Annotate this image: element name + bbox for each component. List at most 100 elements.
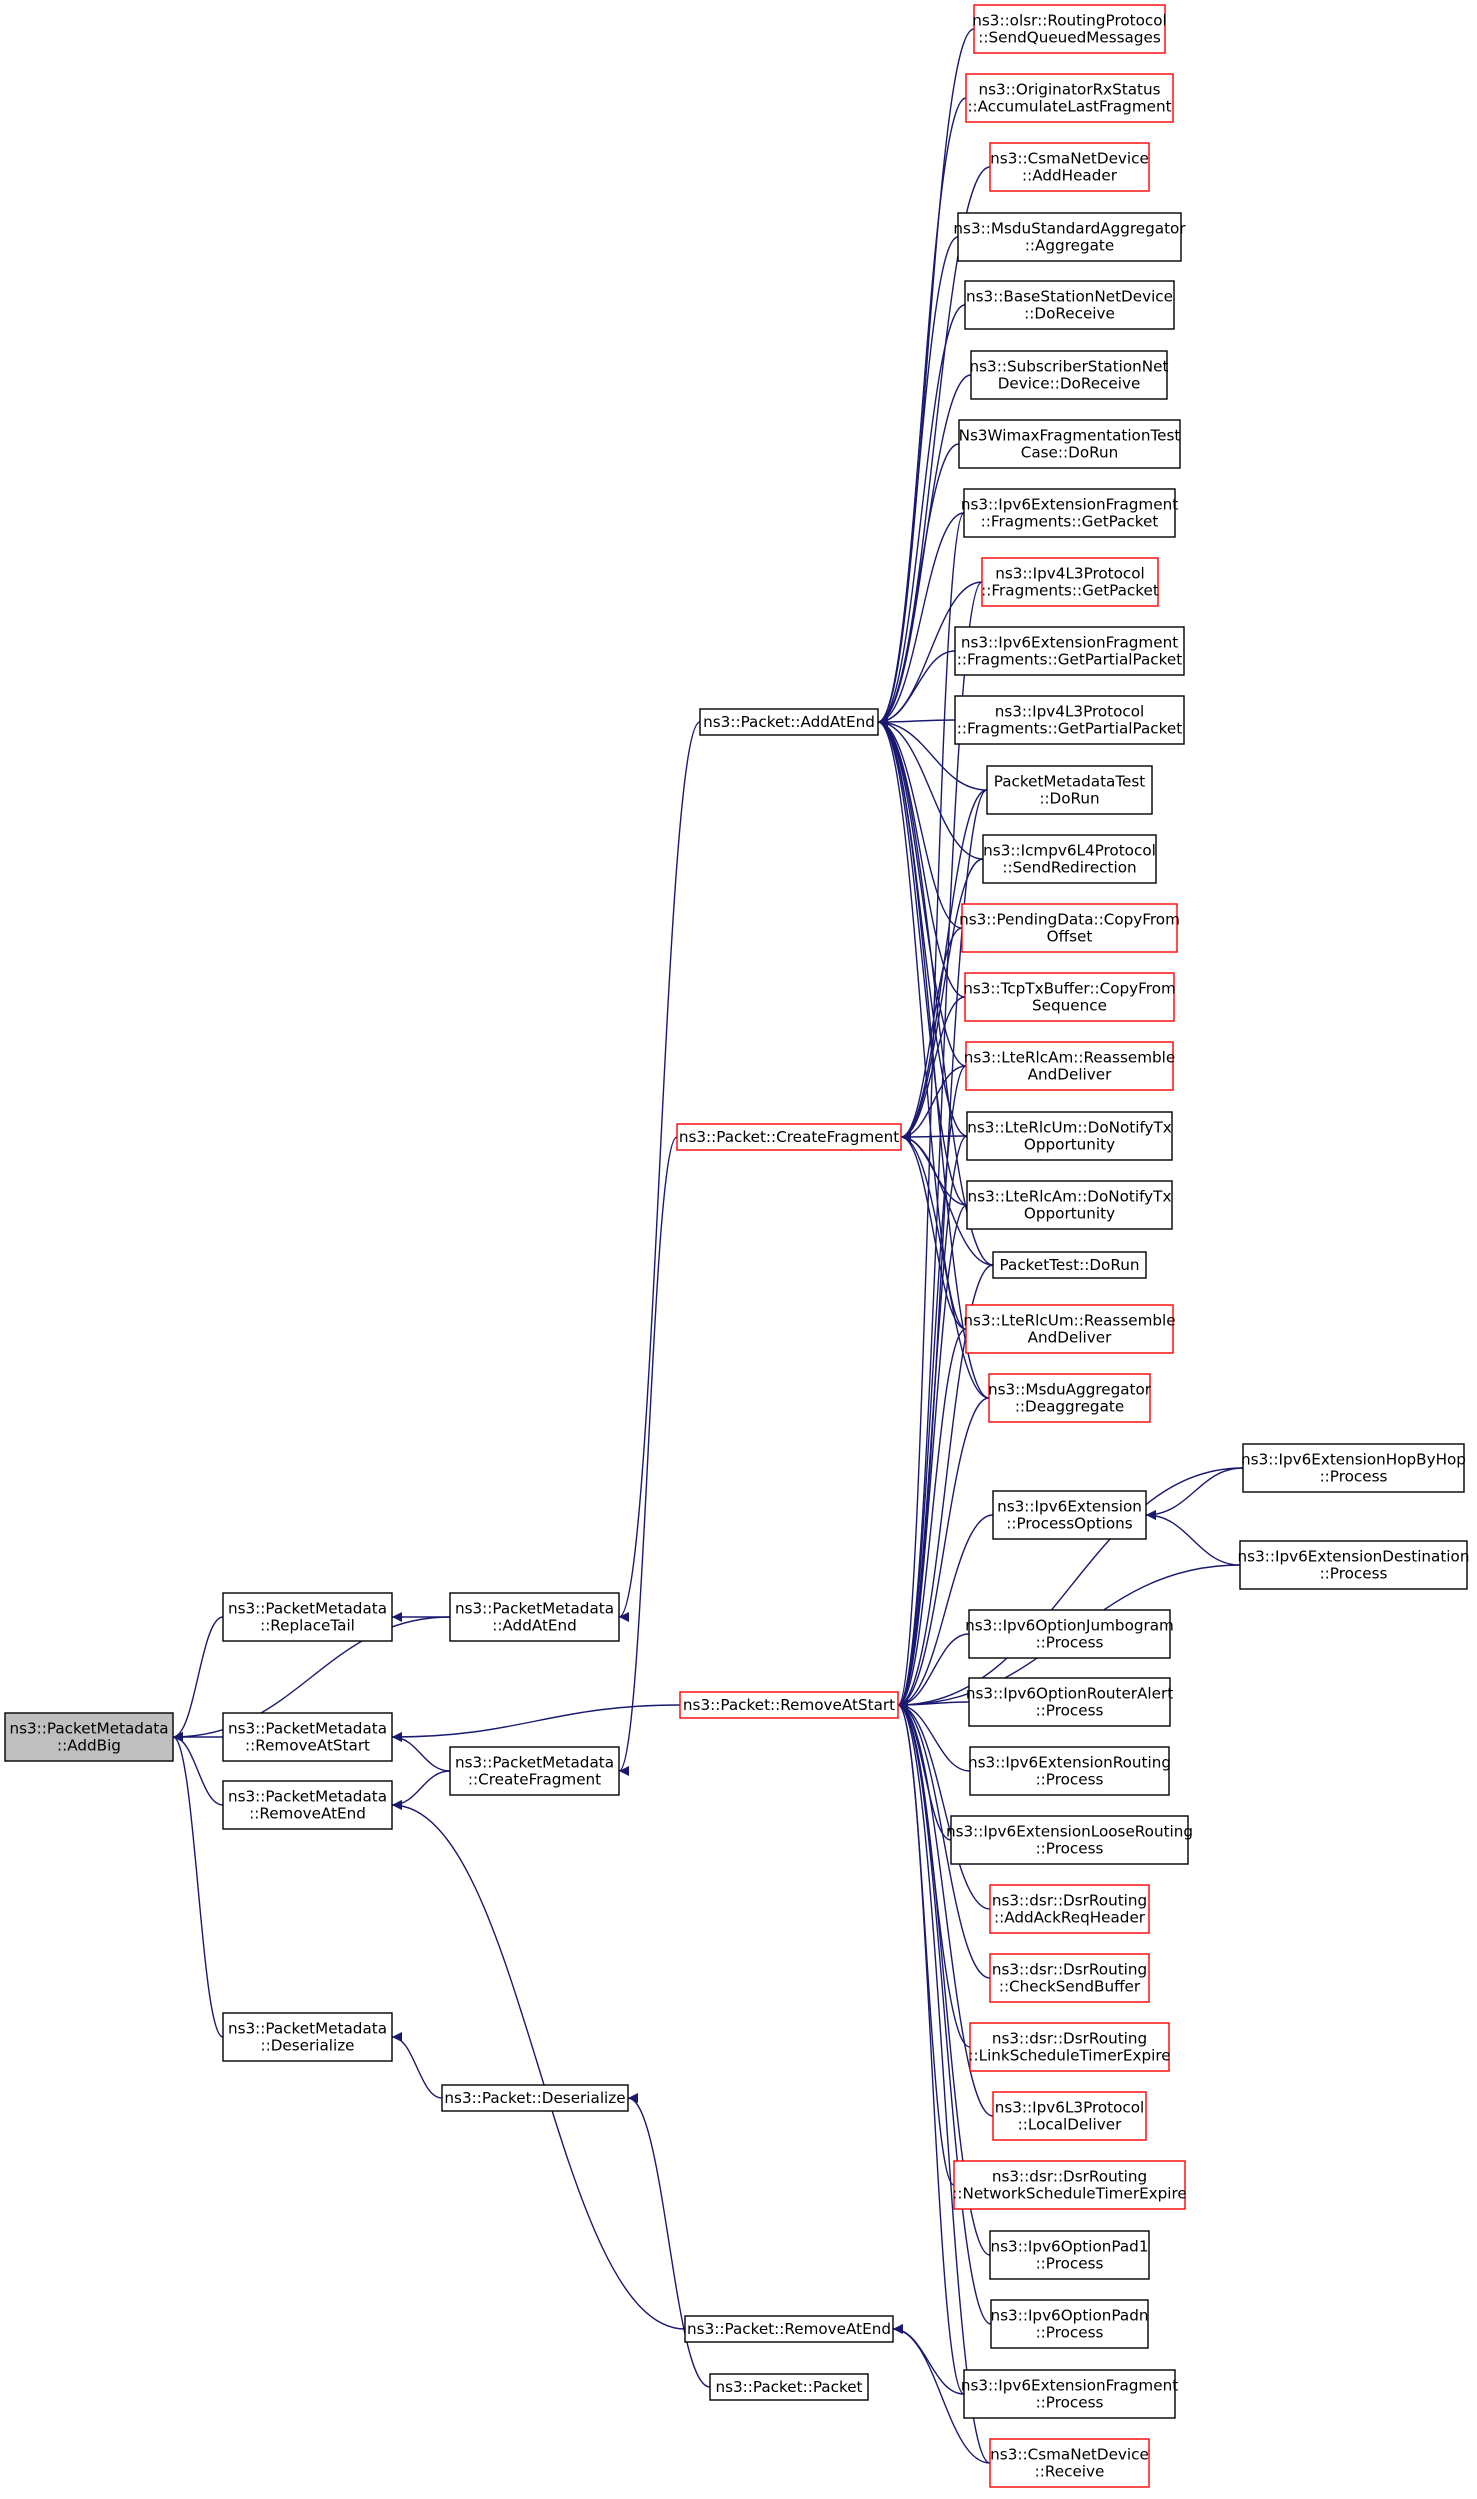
node-bs-doreceive[interactable]: ns3::BaseStationNetDevice::DoReceive <box>964 280 1175 330</box>
node-label: ns3::PacketMetadata <box>228 1788 387 1806</box>
node-box <box>992 1251 1147 1279</box>
node-label: Ns3WimaxFragmentationTest <box>959 427 1181 445</box>
node-label: Case::DoRun <box>1021 444 1119 462</box>
node-ipv4frag-get[interactable]: ns3::Ipv4L3Protocol::Fragments::GetPacke… <box>981 557 1159 607</box>
node-box <box>990 2299 1149 2349</box>
node-label: ::Process <box>1320 1468 1388 1486</box>
node-ipv6frag-get[interactable]: ns3::Ipv6ExtensionFragment::Fragments::G… <box>961 488 1178 538</box>
node-label: ns3::Ipv6ExtensionFragment <box>961 2377 1178 2395</box>
node-ipv6l3-local[interactable]: ns3::Ipv6L3Protocol::LocalDeliver <box>992 2091 1147 2141</box>
node-box <box>222 2012 393 2062</box>
edge-rlcam_notify-to-p_removeatstart <box>897 1204 968 1710</box>
node-label: ns3::dsr::DsrRouting <box>992 2168 1147 2186</box>
node-p-createfragment[interactable]: ns3::Packet::CreateFragment <box>676 1123 902 1151</box>
node-box <box>969 2022 1170 2072</box>
edge-ipv6l3_local-to-p_removeatstart <box>897 1700 994 2117</box>
node-label: ::AddAckReqHeader <box>994 1909 1146 1927</box>
node-label: ::Process <box>1036 2324 1104 2342</box>
node-origrx[interactable]: ns3::OriginatorRxStatus::AccumulateLastF… <box>965 73 1174 123</box>
edge-procopts-to-p_removeatstart <box>897 1514 994 1710</box>
node-packettest[interactable]: PacketTest::DoRun <box>992 1251 1147 1279</box>
node-label: ::Deserialize <box>260 2037 354 2055</box>
node-extrouting[interactable]: ns3::Ipv6ExtensionRouting::Process <box>968 1746 1171 1796</box>
node-dsr-check[interactable]: ns3::dsr::DsrRouting::CheckSendBuffer <box>989 1953 1150 2003</box>
edge-pmtest-to-p_addatend <box>877 717 988 791</box>
nodes-layer: ns3::PacketMetadata::AddBigns3::PacketMe… <box>4 4 1470 2488</box>
node-dest[interactable]: ns3::Ipv6ExtensionDestination::Process <box>1238 1540 1470 1590</box>
node-label: ::Process <box>1036 1840 1104 1858</box>
node-looserouting[interactable]: ns3::Ipv6ExtensionLooseRouting::Process <box>946 1815 1193 1865</box>
node-dsr-link[interactable]: ns3::dsr::DsrRouting::LinkScheduleTimerE… <box>968 2022 1171 2072</box>
edge-hopbyhop-to-p_removeatstart <box>897 1467 1244 1710</box>
node-icmpv6[interactable]: ns3::Icmpv6L4Protocol::SendRedirection <box>982 834 1157 884</box>
node-msdu-deagg[interactable]: ns3::MsduAggregator::Deaggregate <box>988 1373 1152 1423</box>
node-ipv4frag-partial[interactable]: ns3::Ipv4L3Protocol::Fragments::GetParti… <box>954 695 1185 745</box>
node-dsr-ack[interactable]: ns3::dsr::DsrRouting::AddAckReqHeader <box>989 1884 1150 1934</box>
node-csma-receive[interactable]: ns3::CsmaNetDevice::Receive <box>989 2438 1150 2488</box>
node-extfrag-proc[interactable]: ns3::Ipv6ExtensionFragment::Process <box>961 2369 1178 2419</box>
node-p-packet[interactable]: ns3::Packet::Packet <box>709 2373 869 2401</box>
node-box <box>1239 1540 1468 1590</box>
node-label: ::Process <box>1036 1771 1104 1789</box>
node-label: ::RemoveAtEnd <box>249 1805 366 1823</box>
node-ss-doreceive[interactable]: ns3::SubscriberStationNetDevice::DoRecei… <box>970 350 1169 400</box>
node-pm-replacetail[interactable]: ns3::PacketMetadata::ReplaceTail <box>222 1592 393 1642</box>
node-label: ns3::LteRlcAm::DoNotifyTx <box>968 1188 1172 1206</box>
node-p-removeatend[interactable]: ns3::Packet::RemoveAtEnd <box>684 2315 894 2343</box>
node-ipv6frag-partial[interactable]: ns3::Ipv6ExtensionFragment::Fragments::G… <box>954 626 1185 676</box>
node-box <box>679 1691 899 1719</box>
node-label: ns3::BaseStationNetDevice <box>966 288 1173 306</box>
node-box <box>965 1304 1174 1354</box>
node-msdu-std[interactable]: ns3::MsduStandardAggregator::Aggregate <box>953 212 1186 262</box>
node-box <box>989 142 1150 192</box>
node-label: ns3::MsduStandardAggregator <box>953 220 1186 238</box>
node-pm-removeatstart[interactable]: ns3::PacketMetadata::RemoveAtStart <box>222 1712 393 1762</box>
edge-bs_doreceive-to-p_addatend <box>877 304 966 727</box>
edge-pm_replacetail-to-root <box>172 1616 224 1742</box>
node-pm-removeatend[interactable]: ns3::PacketMetadata::RemoveAtEnd <box>222 1780 393 1830</box>
edge-wimaxfrag-to-p_addatend <box>877 443 960 727</box>
node-csma-addheader[interactable]: ns3::CsmaNetDevice::AddHeader <box>989 142 1150 192</box>
node-root[interactable]: ns3::PacketMetadata::AddBig <box>4 1712 174 1762</box>
node-olsr[interactable]: ns3::olsr::RoutingProtocol::SendQueuedMe… <box>972 4 1167 54</box>
edge-pending-to-p_addatend <box>877 717 963 929</box>
node-p-deserialize[interactable]: ns3::Packet::Deserialize <box>441 2084 629 2112</box>
node-pmtest[interactable]: PacketMetadataTest::DoRun <box>986 765 1153 815</box>
node-label: ns3::Ipv6Extension <box>997 1498 1142 1516</box>
node-box <box>989 1884 1150 1934</box>
node-pad1[interactable]: ns3::Ipv6OptionPad1::Process <box>989 2230 1150 2280</box>
node-label: ns3::PacketMetadata <box>9 1720 168 1738</box>
node-label: ns3::Ipv6ExtensionRouting <box>968 1754 1171 1772</box>
node-padn[interactable]: ns3::Ipv6OptionPadn::Process <box>990 2299 1149 2349</box>
node-box <box>965 1041 1174 1091</box>
node-routeralert[interactable]: ns3::Ipv6OptionRouterAlert::Process <box>966 1677 1173 1727</box>
node-label: ::DoRun <box>1039 790 1099 808</box>
node-p-removeatstart[interactable]: ns3::Packet::RemoveAtStart <box>679 1691 899 1719</box>
node-hopbyhop[interactable]: ns3::Ipv6ExtensionHopByHop::Process <box>1241 1443 1466 1493</box>
node-label: ::AddHeader <box>1022 167 1118 185</box>
node-label: ns3::Ipv6L3Protocol <box>995 2099 1145 2117</box>
node-label: ::Process <box>1320 1565 1388 1583</box>
node-pm-createfragment[interactable]: ns3::PacketMetadata::CreateFragment <box>449 1746 620 1796</box>
node-procopts[interactable]: ns3::Ipv6Extension::ProcessOptions <box>992 1490 1147 1540</box>
node-label: ns3::Packet::Deserialize <box>444 2089 625 2107</box>
node-pm-addatend[interactable]: ns3::PacketMetadata::AddAtEnd <box>449 1592 620 1642</box>
node-box <box>964 972 1175 1022</box>
node-label: PacketMetadataTest <box>994 773 1146 791</box>
node-dsr-net[interactable]: ns3::dsr::DsrRouting::NetworkScheduleTim… <box>952 2160 1187 2210</box>
node-box <box>973 4 1166 54</box>
node-pm-deserialize[interactable]: ns3::PacketMetadata::Deserialize <box>222 2012 393 2062</box>
edge-tcptx-to-p_createfragment <box>900 996 966 1142</box>
node-jumbo[interactable]: ns3::Ipv6OptionJumbogram::Process <box>965 1609 1174 1659</box>
node-box <box>449 1746 620 1796</box>
node-label: Device::DoReceive <box>998 375 1141 393</box>
node-label: ::LocalDeliver <box>1018 2116 1122 2134</box>
node-p-addatend[interactable]: ns3::Packet::AddAtEnd <box>699 708 879 736</box>
